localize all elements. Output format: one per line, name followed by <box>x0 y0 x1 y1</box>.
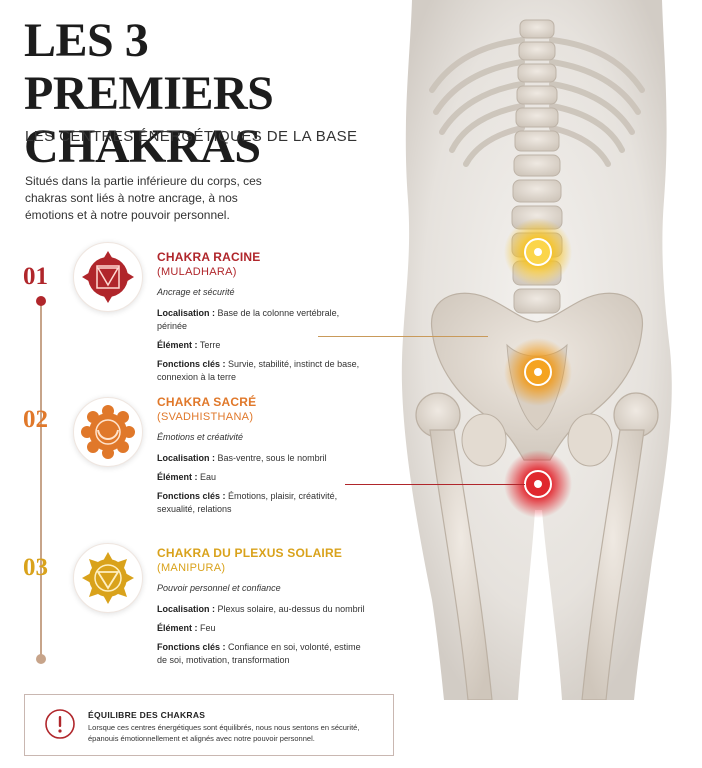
chakra-sanskrit: (SVADHISTHANA) <box>157 411 254 423</box>
chakra-localisation: Localisation : Base de la colonne vertéb… <box>157 308 340 331</box>
chakra-fonctions: Fonctions clés : Confiance en soi, volon… <box>157 642 361 665</box>
exclamation-icon <box>45 709 75 739</box>
chakra-racine-info: CHAKRA RACINE (MULADHARA) Ancrage et séc… <box>157 250 369 390</box>
chakra-number: 03 <box>23 554 48 581</box>
chakra-sanskrit: (MANIPURA) <box>157 562 226 574</box>
chakra-element: Élément : Eau <box>157 472 217 482</box>
root-chakra-icon <box>82 251 134 303</box>
chakra-sanskrit: (MULADHARA) <box>157 266 237 278</box>
chakra-sacre-info: CHAKRA SACRÉ (SVADHISTHANA) Émotions et … <box>157 395 369 522</box>
chakra-localisation: Localisation : Plexus solaire, au-dessus… <box>157 604 365 614</box>
root-chakra-badge <box>73 242 143 312</box>
chakra-fonctions: Fonctions clés : Survie, stabilité, inst… <box>157 359 360 382</box>
balance-note-box: ÉQUILIBRE DES CHAKRAS Lorsque ces centre… <box>24 694 394 756</box>
timeline-line <box>40 298 42 660</box>
solar-plexus-chakra-badge <box>73 543 143 613</box>
chakra-number: 01 <box>23 263 48 290</box>
sacral-chakra-icon <box>81 405 135 459</box>
page-subtitle: LES CENTRES ÉNERGÉTIQUES DE LA BASE <box>25 128 358 145</box>
chakra-tagline: Pouvoir personnel et confiance <box>157 583 281 593</box>
chakra-name: CHAKRA DU PLEXUS SOLAIRE <box>157 546 343 560</box>
page-title: LES 3 PREMIERS CHAKRAS <box>24 14 274 173</box>
chakra-localisation: Localisation : Bas-ventre, sous le nombr… <box>157 453 327 463</box>
solar-plexus-chakra-icon <box>82 552 134 604</box>
chakra-element: Élément : Feu <box>157 623 216 633</box>
chakra-tagline: Ancrage et sécurité <box>157 287 235 297</box>
note-title: ÉQUILIBRE DES CHAKRAS <box>88 710 206 720</box>
chakra-name: CHAKRA SACRÉ <box>157 395 257 409</box>
chakra-plexus-info: CHAKRA DU PLEXUS SOLAIRE (MANIPURA) Pouv… <box>157 546 369 673</box>
intro-text: Situés dans la partie inférieure du corp… <box>25 174 262 222</box>
chakra-name: CHAKRA RACINE <box>157 250 261 264</box>
timeline-dot <box>36 654 46 664</box>
chakra-tagline: Émotions et créativité <box>157 432 244 442</box>
chakra-fonctions: Fonctions clés : Émotions, plaisir, créa… <box>157 491 338 514</box>
pointer-line-racine <box>318 336 488 337</box>
pointer-line-sacre <box>345 484 525 485</box>
note-text: Lorsque ces centres énergétiques sont éq… <box>88 723 360 743</box>
timeline-dot <box>36 296 46 306</box>
chakra-number: 02 <box>23 406 48 433</box>
sacral-chakra-badge <box>73 397 143 467</box>
body-illustration <box>401 0 672 700</box>
chakra-element: Élément : Terre <box>157 340 221 350</box>
